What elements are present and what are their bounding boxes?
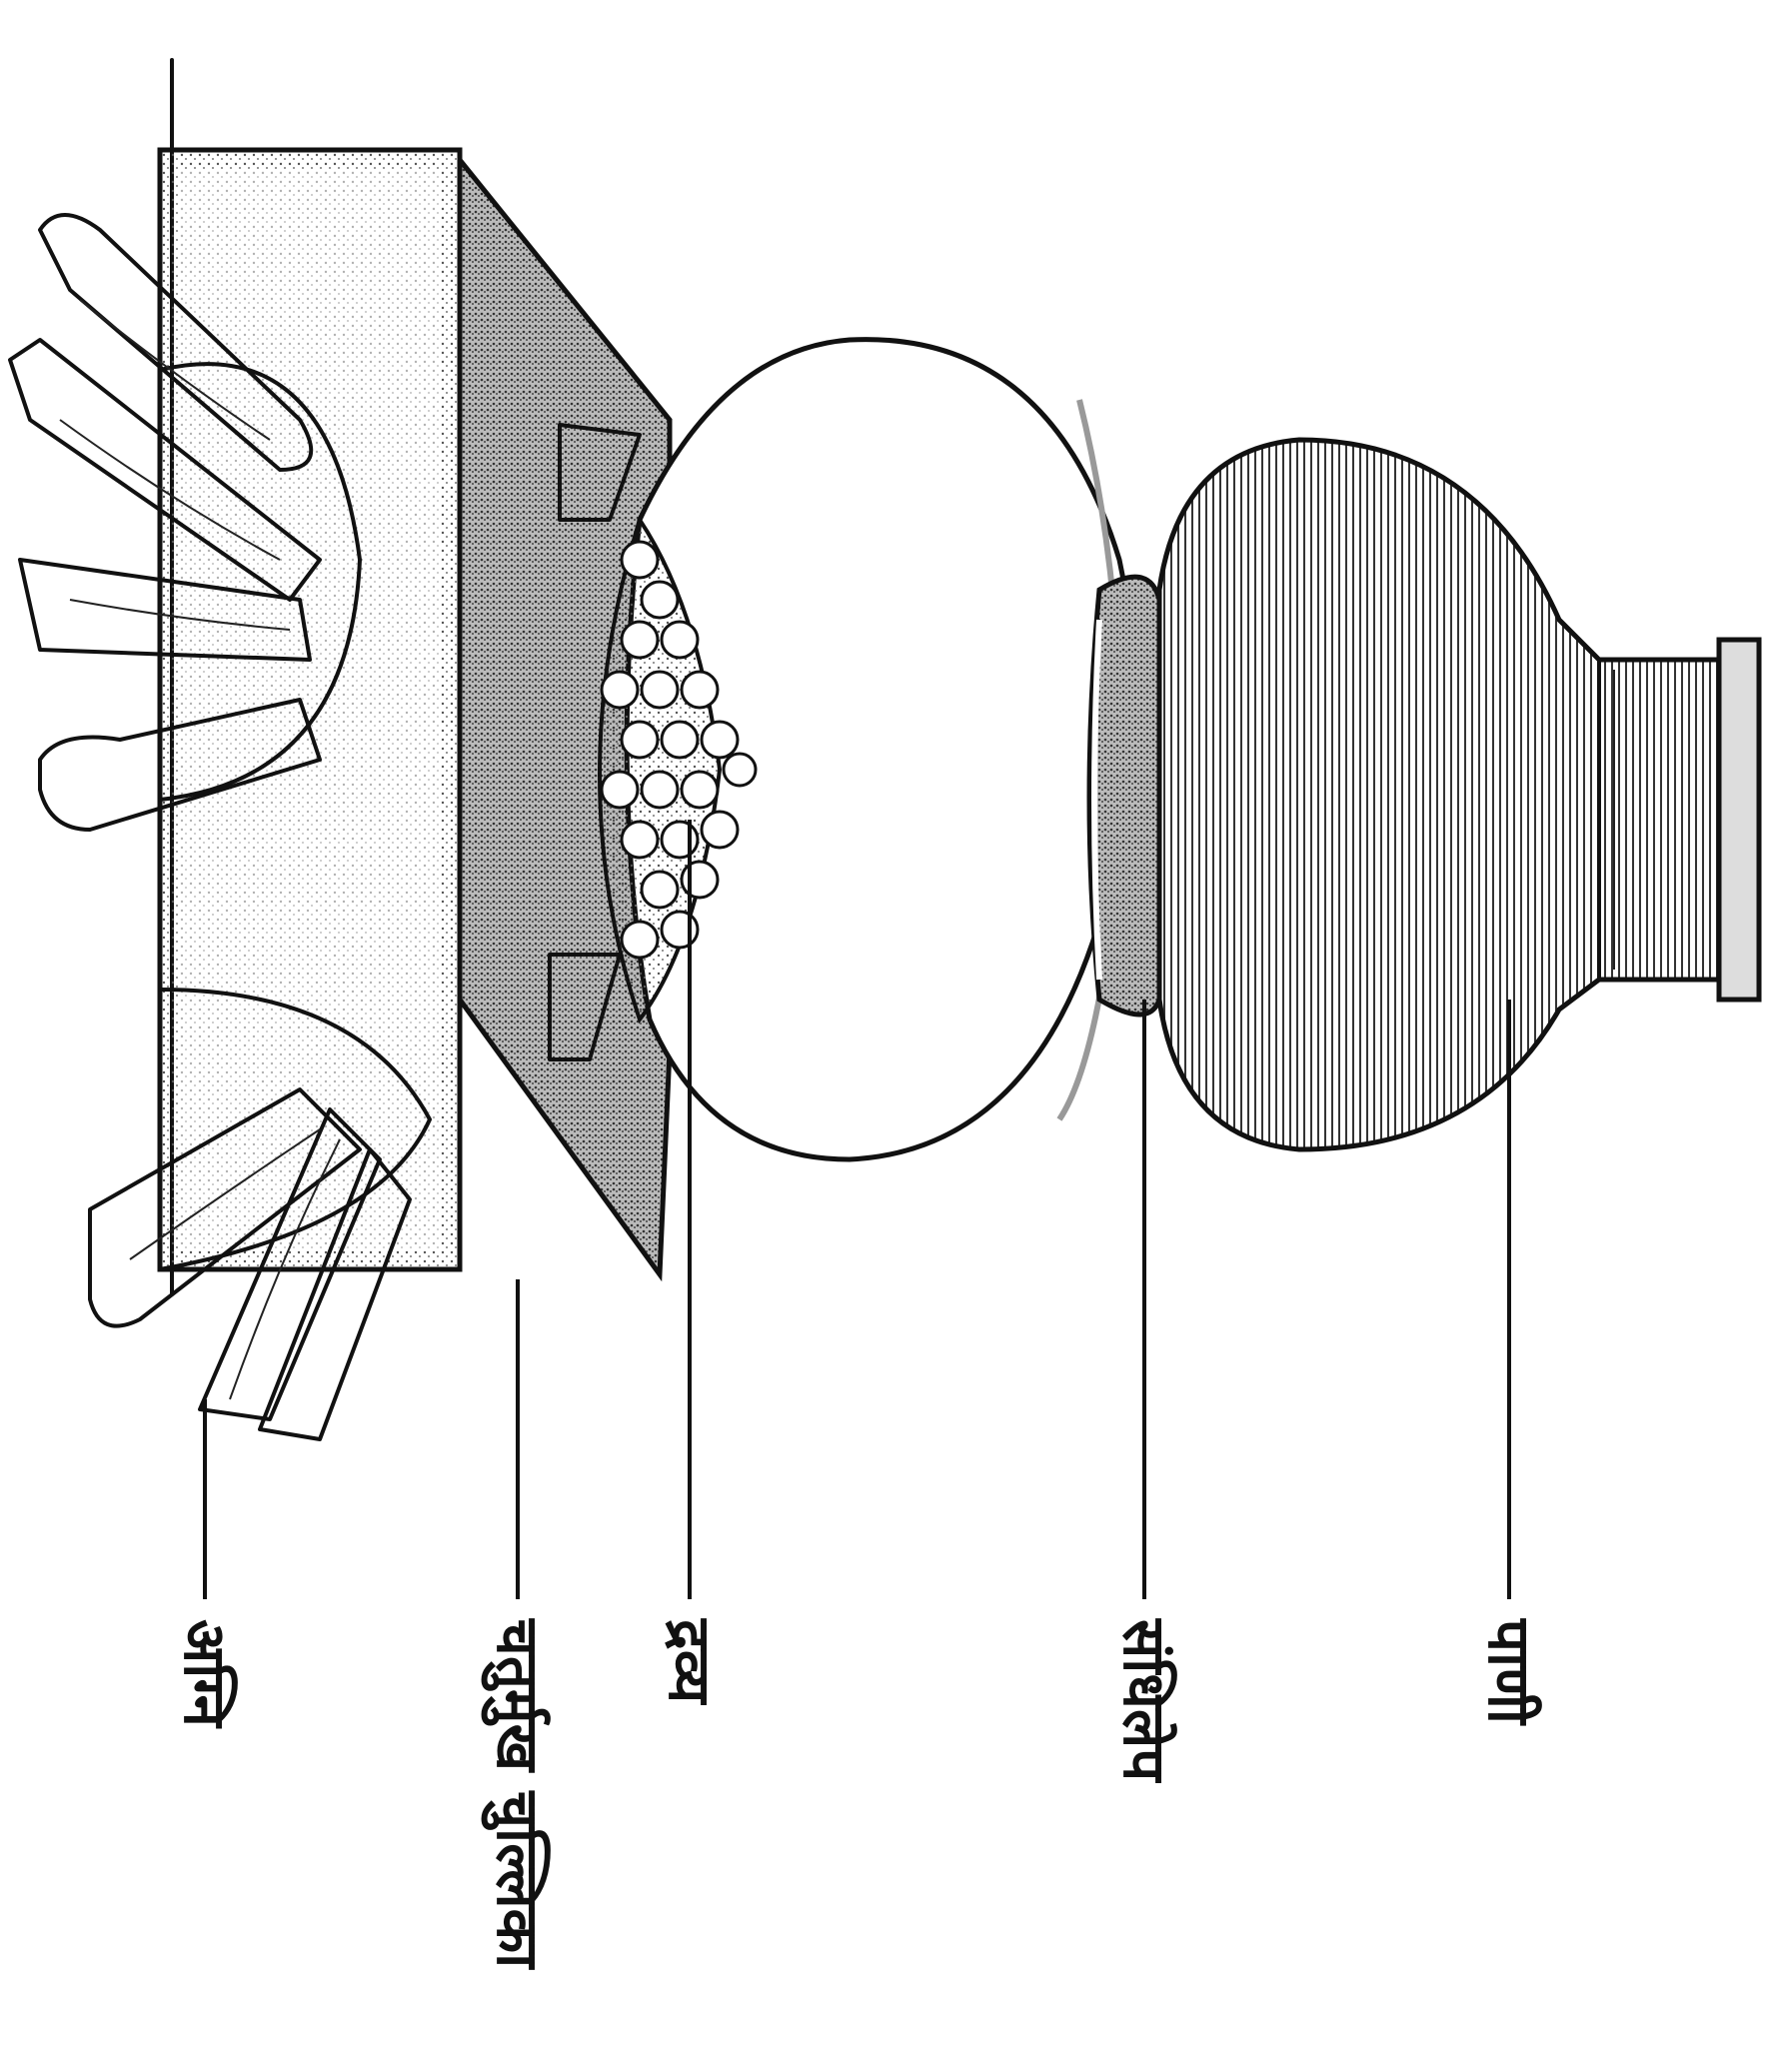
label-fire-group: अग्नि [171, 1619, 239, 1729]
label-water: पाणी [1475, 1618, 1543, 1726]
seal-band [1089, 577, 1159, 1015]
stove-drawing [160, 60, 670, 1294]
label-fire: अग्नि [171, 1619, 239, 1729]
label-water-group: पाणी [1475, 1618, 1543, 1726]
label-stove-group: चतुर्मुख चुल्लिका [481, 1618, 552, 1970]
label-substance-group: द्रव्य [656, 1618, 724, 1706]
label-seal: संधिलेप [1110, 1618, 1178, 1783]
lower-pot [1159, 440, 1759, 1149]
label-substance: द्रव्य [656, 1618, 724, 1706]
label-seal-group: संधिलेप [1110, 1618, 1178, 1783]
label-stove: चतुर्मुख चुल्लिका [481, 1618, 552, 1970]
lower-pot-neck-rim [1719, 640, 1759, 1000]
